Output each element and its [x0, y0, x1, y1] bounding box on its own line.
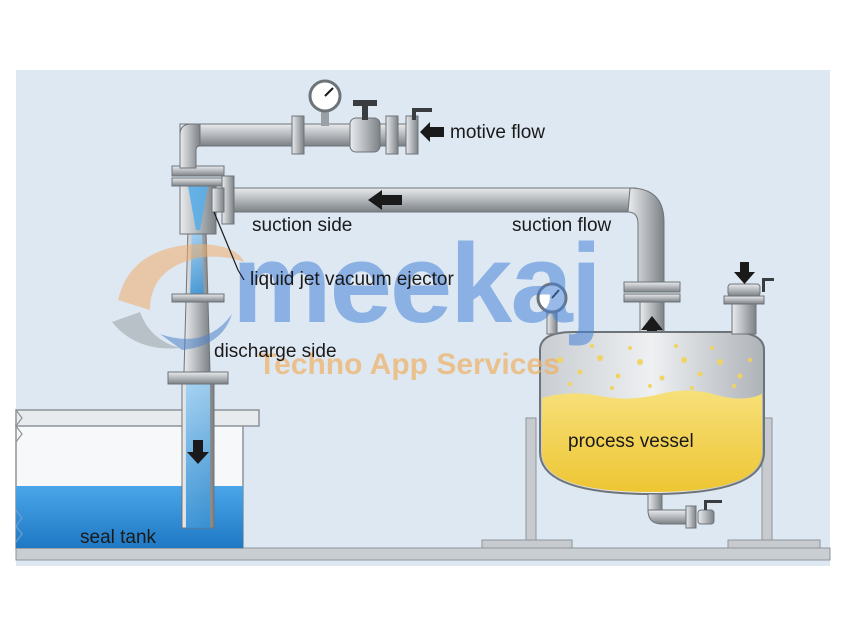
vessel-inlet-valve-icon: [723, 278, 774, 335]
motive-flow-arrow-icon: [420, 122, 444, 142]
logo-icon: [112, 244, 244, 350]
suction-pipe: [211, 175, 681, 337]
watermark-brand: meekaj: [232, 221, 602, 346]
floor: [15, 547, 831, 561]
vessel-inlet-arrow-icon: [734, 262, 755, 284]
process-vessel: [481, 331, 821, 549]
vessel-pressure-gauge-icon: [536, 282, 568, 335]
label-suction-flow: suction flow: [512, 215, 612, 236]
label-motive-flow: motive flow: [450, 122, 546, 143]
label-discharge-side: discharge side: [214, 341, 337, 362]
inlet-valve-icon: [412, 108, 432, 120]
watermark-tagline: Techno App Services: [258, 348, 560, 381]
label-ejector: liquid jet vacuum ejector: [250, 269, 454, 290]
motive-pressure-gauge-icon: [308, 79, 342, 126]
discharge-flow-arrow-icon: [187, 440, 209, 464]
label-seal-tank: seal tank: [80, 527, 157, 548]
suction-flow-arrow-icon: [368, 190, 402, 210]
label-process-vessel: process vessel: [568, 431, 694, 452]
motive-valve-icon: [349, 100, 381, 153]
label-suction-side: suction side: [252, 215, 353, 236]
